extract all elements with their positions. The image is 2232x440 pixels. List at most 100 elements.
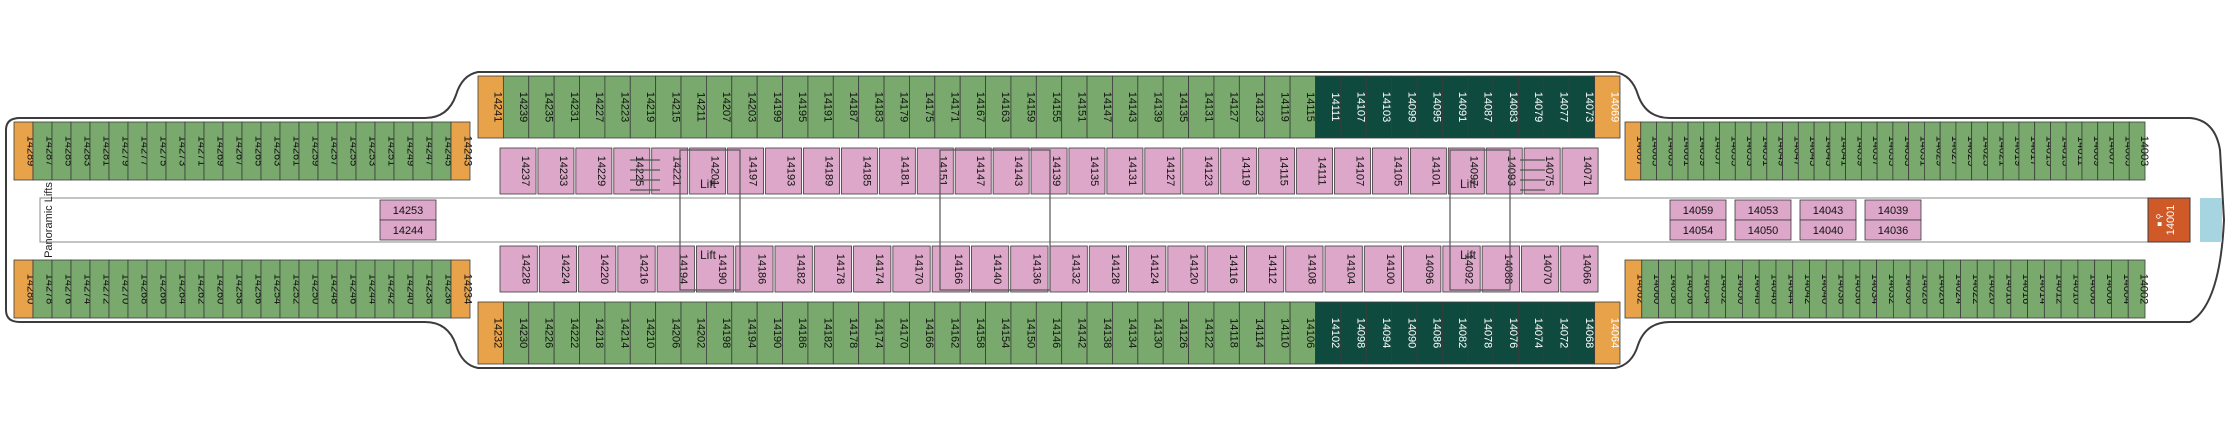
- cabin[interactable]: 14162: [934, 301, 961, 365]
- cabin[interactable]: 14128: [1088, 245, 1128, 293]
- cabin[interactable]: 14002: [2127, 259, 2150, 319]
- cabin[interactable]: 14170: [892, 245, 931, 293]
- cabin[interactable]: 14170: [883, 301, 910, 365]
- cabin[interactable]: 14190: [696, 245, 735, 293]
- cabin[interactable]: 14120: [1167, 245, 1206, 293]
- cabin[interactable]: 14235: [528, 75, 555, 139]
- cabin[interactable]: 14191: [807, 75, 834, 139]
- cabin[interactable]: 14123: [1182, 147, 1220, 195]
- cabin[interactable]: 14167: [959, 75, 986, 139]
- cabin[interactable]: 14123: [1238, 75, 1266, 139]
- cabin[interactable]: 14135: [1068, 147, 1106, 195]
- cabin[interactable]: 14225: [613, 147, 651, 195]
- cabin[interactable]: 14218: [579, 301, 606, 365]
- cabin[interactable]: 14210: [629, 301, 657, 365]
- cabin[interactable]: 14118: [1213, 301, 1240, 365]
- cabin[interactable]: 14086: [1416, 301, 1443, 365]
- cabin[interactable]: 14219: [629, 75, 657, 139]
- cabin[interactable]: 14222: [553, 301, 580, 365]
- cabin[interactable]: 14151: [1061, 75, 1088, 139]
- cabin[interactable]: 14211: [680, 75, 707, 139]
- cabin[interactable]: 14083: [1492, 75, 1519, 139]
- cabin[interactable]: 14237: [499, 147, 537, 195]
- cabin[interactable]: 14202: [680, 301, 707, 365]
- cabin[interactable]: 14029: [1923, 121, 1945, 181]
- cabin[interactable]: 14090: [1391, 301, 1418, 365]
- cabin[interactable]: 14093: [1485, 147, 1523, 195]
- cabin[interactable]: 14127: [1144, 147, 1182, 195]
- cabin[interactable]: 14181: [878, 147, 916, 195]
- cabin[interactable]: 14216: [617, 245, 656, 293]
- cabin[interactable]: 14147: [1086, 75, 1113, 139]
- cabin[interactable]: 14185: [840, 147, 878, 195]
- cabin[interactable]: 14182: [807, 301, 834, 365]
- cabin[interactable]: 14150: [1010, 301, 1037, 365]
- cabin[interactable]: 14166: [909, 301, 936, 365]
- cabin[interactable]: 14111: [1315, 75, 1342, 139]
- cabin[interactable]: 14107: [1340, 75, 1367, 139]
- cabin[interactable]: 14166: [931, 245, 970, 293]
- cabin[interactable]: 14069: [1594, 75, 1621, 139]
- cabin[interactable]: 14142: [1061, 301, 1088, 365]
- cabin[interactable]: 14077: [1543, 75, 1570, 139]
- cabin[interactable]: 14016: [2010, 259, 2032, 319]
- cabin[interactable]: 14100: [1363, 245, 1403, 293]
- cabin[interactable]: 14073: [1568, 75, 1596, 139]
- cabin[interactable]: 14243: [450, 121, 474, 181]
- cabin[interactable]: 14082: [1441, 301, 1469, 365]
- cabin[interactable]: 14159: [1010, 75, 1037, 139]
- cabin[interactable]: 14105: [1372, 147, 1409, 195]
- cabin[interactable]: 14110: [1264, 301, 1291, 365]
- cabin[interactable]: 14174: [858, 301, 885, 365]
- cabin[interactable]: 14143: [992, 147, 1030, 195]
- cabin[interactable]: 14039: [1845, 121, 1867, 181]
- cabin[interactable]: 14223: [604, 75, 631, 139]
- cabin[interactable]: 14103: [1365, 75, 1392, 139]
- cabin[interactable]: 14076: [1492, 301, 1519, 365]
- cabin[interactable]: 14140: [971, 245, 1010, 293]
- cabin[interactable]: 14183: [858, 75, 885, 139]
- cabin[interactable]: 14229: [575, 147, 613, 195]
- cabin[interactable]: 14174: [853, 245, 892, 293]
- cabin[interactable]: 14228: [499, 245, 538, 293]
- cabin[interactable]: 14131: [1188, 75, 1215, 139]
- cabin[interactable]: 14203: [731, 75, 758, 139]
- cabin[interactable]: 14199: [756, 75, 783, 139]
- cabin[interactable]: 14130: [1137, 301, 1164, 365]
- cabin[interactable]: 14139: [1030, 147, 1068, 195]
- cabin[interactable]: 14119: [1220, 147, 1258, 195]
- cabin[interactable]: 14099: [1391, 75, 1418, 139]
- cabin[interactable]: 14070: [1521, 245, 1560, 293]
- cabin[interactable]: 14092: [1442, 245, 1481, 293]
- cabin[interactable]: 14241: [477, 75, 504, 139]
- cabin[interactable]: 14194: [656, 245, 695, 293]
- cabin[interactable]: 14078: [1467, 301, 1494, 365]
- cabin[interactable]: 14215: [655, 75, 682, 139]
- cabin[interactable]: 14104: [1324, 245, 1363, 293]
- cabin[interactable]: 14221: [651, 147, 689, 195]
- cabin[interactable]: 14178: [813, 245, 853, 293]
- cabin[interactable]: 14098: [1340, 301, 1367, 365]
- cabin[interactable]: 14101: [1409, 147, 1447, 195]
- cabin[interactable]: 14072: [1543, 301, 1570, 365]
- cabin[interactable]: 14226: [528, 301, 555, 365]
- cabin[interactable]: 14197: [727, 147, 765, 195]
- cabin[interactable]: 14068: [1568, 301, 1596, 365]
- cabin[interactable]: 14095: [1416, 75, 1443, 139]
- cabin[interactable]: 14114: [1238, 301, 1266, 365]
- cabin[interactable]: 14187: [832, 75, 860, 139]
- cabin[interactable]: 14115: [1258, 147, 1296, 195]
- cabin[interactable]: 14088: [1481, 245, 1520, 293]
- cabin[interactable]: 14194: [731, 301, 758, 365]
- cabin[interactable]: 14179: [883, 75, 910, 139]
- cabin[interactable]: 14046: [1758, 259, 1781, 319]
- cabin[interactable]: 14126: [1162, 301, 1189, 365]
- cabin[interactable]: 14214: [604, 301, 631, 365]
- cabin[interactable]: 14220: [578, 245, 617, 293]
- cabin[interactable]: 14230: [502, 301, 530, 365]
- cabin[interactable]: 14087: [1467, 75, 1494, 139]
